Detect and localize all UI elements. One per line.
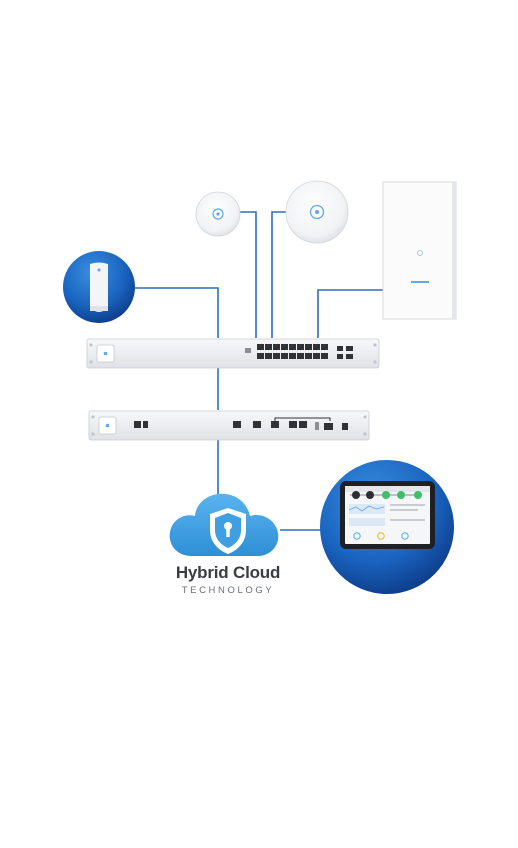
hybrid-cloud-title: Hybrid Cloud xyxy=(160,563,296,583)
link-ap-mesh xyxy=(135,288,218,338)
link-ap-large xyxy=(272,212,288,338)
security-gateway-icon xyxy=(89,411,369,440)
access-point-small-icon xyxy=(196,192,240,236)
hybrid-cloud-subtitle: TECHNOLOGY xyxy=(160,585,296,596)
access-point-large-icon xyxy=(286,181,348,243)
network-switch-icon xyxy=(87,339,379,368)
cloud-lock-icon xyxy=(170,494,279,556)
outdoor-access-point-icon xyxy=(383,182,456,319)
link-ap-small xyxy=(240,212,256,338)
link-ap-outdoor xyxy=(318,290,383,338)
tablet-dashboard-icon xyxy=(320,460,454,594)
mesh-access-point-icon xyxy=(63,251,135,323)
